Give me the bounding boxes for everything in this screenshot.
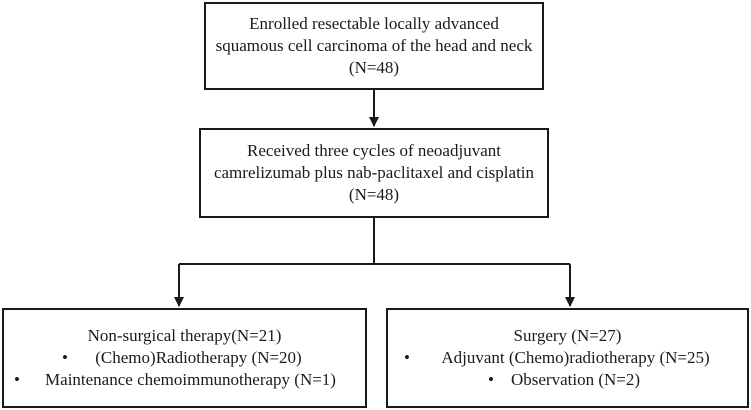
treatment-line-1: Received three cycles of neoadjuvant: [247, 141, 501, 160]
enrolled-line-3: (N=48): [348, 58, 400, 77]
bullet-icon: •: [14, 370, 20, 389]
surgery-box: Surgery (N=27) • Adjuvant (Chemo)radioth…: [386, 308, 749, 408]
list-item: • Maintenance chemoimmunotherapy (N=1): [4, 369, 365, 391]
surgery-title: Surgery (N=27): [513, 326, 622, 345]
bullet-icon: •: [488, 370, 494, 389]
non-surgical-item-1: (Chemo)Radiotherapy (N=20): [95, 348, 302, 367]
treatment-box: Received three cycles of neoadjuvant cam…: [199, 128, 549, 218]
non-surgical-title: Non-surgical therapy(N=21): [87, 326, 282, 345]
treatment-line-3: (N=48): [348, 185, 400, 204]
list-item: • Observation (N=2): [388, 369, 747, 391]
bullet-icon: •: [62, 348, 68, 367]
surgery-list: • Adjuvant (Chemo)radiotherapy (N=25) • …: [388, 347, 747, 391]
enrolled-line-2: squamous cell carcinoma of the head and …: [215, 36, 533, 55]
surgery-item-2: Observation (N=2): [510, 370, 641, 389]
enrolled-line-1: Enrolled resectable locally advanced: [249, 14, 499, 33]
list-item: • Adjuvant (Chemo)radiotherapy (N=25): [388, 347, 747, 369]
bullet-icon: •: [404, 348, 410, 367]
non-surgical-item-2: Maintenance chemoimmunotherapy (N=1): [45, 370, 336, 389]
enrolled-box: Enrolled resectable locally advanced squ…: [204, 2, 544, 90]
non-surgical-box: Non-surgical therapy(N=21) • (Chemo)Radi…: [2, 308, 367, 408]
surgery-item-1: Adjuvant (Chemo)radiotherapy (N=25): [441, 348, 710, 367]
list-item: • (Chemo)Radiotherapy (N=20): [4, 347, 365, 369]
treatment-line-2: camrelizumab plus nab-paclitaxel and cis…: [213, 163, 535, 182]
non-surgical-list: • (Chemo)Radiotherapy (N=20) • Maintenan…: [4, 347, 365, 391]
